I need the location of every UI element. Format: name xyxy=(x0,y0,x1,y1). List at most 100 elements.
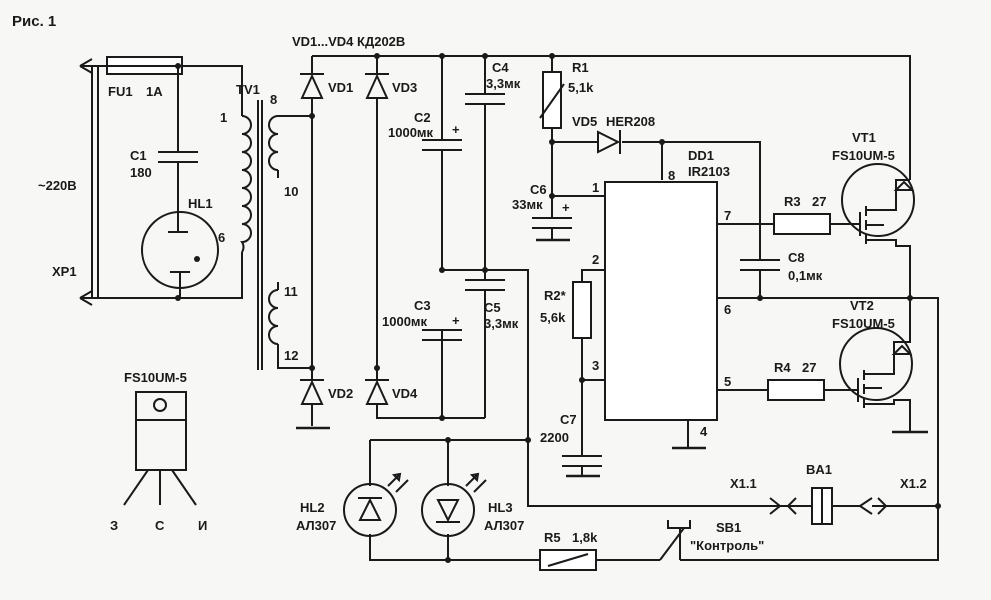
r2-value: 5,6k xyxy=(540,310,566,325)
mains-voltage-label: ~220В xyxy=(38,178,77,193)
capacitor-c4: C4 3,3мк xyxy=(465,60,521,105)
capacitor-c8: C8 0,1мк xyxy=(740,250,823,301)
c4-ref: C4 xyxy=(492,60,509,75)
package-pin-d: С xyxy=(155,518,165,533)
c2-value: 1000мк xyxy=(388,125,434,140)
c5-ref: C5 xyxy=(484,300,501,315)
capacitor-c2: + C2 1000мк xyxy=(388,110,462,151)
hl2-type: АЛ307 xyxy=(296,518,336,533)
ic-dd1: DD1 IR2103 1 2 3 4 5 6 7 8 xyxy=(581,148,910,450)
x11-label: X1.1 xyxy=(730,476,757,491)
led-hl3: HL3 АЛ307 xyxy=(421,472,524,537)
sb1-label: "Контроль" xyxy=(690,538,764,553)
tv1-pin-1: 1 xyxy=(220,110,227,125)
r1-ref: R1 xyxy=(572,60,589,75)
lamp-hl1: HL1 xyxy=(141,196,219,301)
dd1-pin-8: 8 xyxy=(668,168,675,183)
switch-sb1[interactable]: SB1 "Контроль" xyxy=(659,520,764,561)
r1-value: 5,1k xyxy=(568,80,594,95)
vt2-ref: VT2 xyxy=(850,298,874,313)
vd4-ref: VD4 xyxy=(392,386,418,401)
r4-ref: R4 xyxy=(774,360,791,375)
package-type: FS10UM-5 xyxy=(124,370,187,385)
hl1-ref: HL1 xyxy=(188,196,213,211)
tv1-pin-12: 12 xyxy=(284,348,298,363)
led-hl2: HL2 АЛ307 xyxy=(296,472,409,537)
dd1-pin-3: 3 xyxy=(592,358,599,373)
vd5-type: HER208 xyxy=(606,114,655,129)
package-pin-s: И xyxy=(198,518,207,533)
tv1-pin-11: 11 xyxy=(284,284,298,299)
c1-ref: C1 xyxy=(130,148,147,163)
dd1-ref: DD1 xyxy=(688,148,714,163)
package-fs10um5: FS10UM-5 З С И xyxy=(110,370,207,533)
c6-ref: C6 xyxy=(530,182,547,197)
svg-text:+: + xyxy=(562,200,570,215)
vd2-ref: VD2 xyxy=(328,386,353,401)
vd5-ref: VD5 xyxy=(572,114,597,129)
diode-group-label: VD1...VD4 КД202В xyxy=(292,34,405,49)
r4-value: 27 xyxy=(802,360,816,375)
dd1-pin-6: 6 xyxy=(724,302,731,317)
resistor-r3: R3 27 xyxy=(773,194,848,235)
vt1-type: FS10UM-5 xyxy=(832,148,895,163)
r5-value: 1,8k xyxy=(572,530,598,545)
tv1-pin-10: 10 xyxy=(284,184,298,199)
figure-title: Рис. 1 xyxy=(12,13,56,30)
fu1-ref: FU1 xyxy=(108,84,133,99)
resistor-r5: R5 1,8k xyxy=(539,530,660,571)
transformer-tv1: TV1 1 6 8 10 11 12 xyxy=(218,82,312,370)
r2-ref: R2* xyxy=(544,288,567,303)
resistor-r4: R4 27 xyxy=(767,360,846,401)
c8-ref: C8 xyxy=(788,250,805,265)
dd1-pin-1: 1 xyxy=(592,180,599,195)
vd3-ref: VD3 xyxy=(392,80,417,95)
svg-text:+: + xyxy=(452,313,460,328)
tv1-pin-6: 6 xyxy=(218,230,225,245)
package-pin-g: З xyxy=(110,518,118,533)
capacitor-c3: + C3 1000мк xyxy=(382,298,462,341)
capacitor-c1: C1 180 xyxy=(130,63,198,212)
dd1-pin-4: 4 xyxy=(700,424,708,439)
diode-vd5: VD5 HER208 xyxy=(549,114,761,260)
xp1-label: XP1 xyxy=(52,264,77,279)
fu1-rating: 1A xyxy=(146,84,163,99)
capacitor-c7: C7 2200 xyxy=(540,377,602,478)
hl3-type: АЛ307 xyxy=(484,518,524,533)
c5-value: 3,3мк xyxy=(484,316,519,331)
diode-vd1: VD1 xyxy=(300,73,353,99)
c8-value: 0,1мк xyxy=(788,268,823,283)
c7-value: 2200 xyxy=(540,430,569,445)
led-indicators: HL2 АЛ307 HL3 АЛ307 xyxy=(296,437,780,563)
c2-ref: C2 xyxy=(414,110,431,125)
tv1-ref: TV1 xyxy=(236,82,260,97)
ba1-ref: BA1 xyxy=(806,462,832,477)
resistor-r2: R2* 5,6k xyxy=(540,281,592,339)
x12-label: X1.2 xyxy=(900,476,927,491)
dd1-type: IR2103 xyxy=(688,164,730,179)
diode-vd3: VD3 xyxy=(365,73,417,99)
dd1-pin-2: 2 xyxy=(592,252,599,267)
output-ba1: X1.1 BA1 X1.2 xyxy=(730,462,938,525)
hl3-ref: HL3 xyxy=(488,500,513,515)
hl2-ref: HL2 xyxy=(300,500,325,515)
vt2-type: FS10UM-5 xyxy=(832,316,895,331)
c6-value: 33мк xyxy=(512,197,543,212)
mosfet-vt1: VT1 FS10UM-5 xyxy=(832,130,915,301)
mains-input: ~220В XP1 xyxy=(38,58,243,306)
svg-text:+: + xyxy=(452,122,460,137)
capacitor-c5: C5 3,3мк xyxy=(465,279,519,331)
c3-ref: C3 xyxy=(414,298,431,313)
r3-value: 27 xyxy=(812,194,826,209)
r5-ref: R5 xyxy=(544,530,561,545)
dd1-pin-7: 7 xyxy=(724,208,731,223)
tv1-pin-8: 8 xyxy=(270,92,277,107)
sb1-ref: SB1 xyxy=(716,520,741,535)
filter-caps: + C2 1000мк + C3 1000мк C4 3,3мк C5 3,3м… xyxy=(382,53,529,440)
fuse-fu1: FU1 1A xyxy=(106,56,183,99)
diode-vd2: VD2 xyxy=(300,379,353,405)
capacitor-c6: + C6 33мк xyxy=(512,142,605,242)
c1-value: 180 xyxy=(130,165,152,180)
diode-bridge: VD1...VD4 КД202В VD1 VD3 VD2 xyxy=(292,34,911,430)
